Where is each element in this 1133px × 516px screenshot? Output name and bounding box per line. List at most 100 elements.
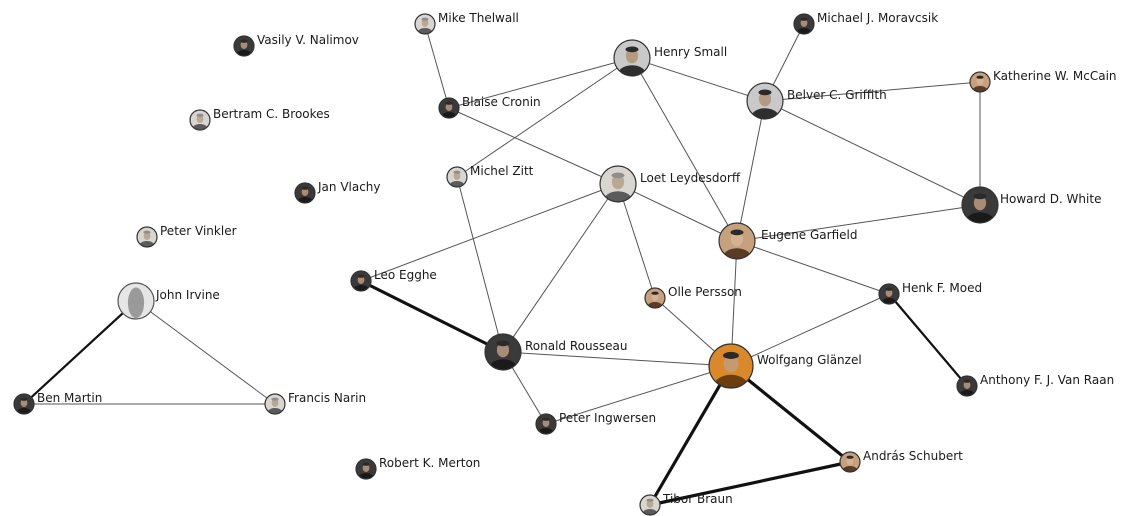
avatar-icon [295, 183, 315, 203]
edge-peter-ingwersen-wolfgang-glanzel [545, 365, 732, 425]
avatar-icon [351, 271, 371, 291]
edge-michel-zitt-ronald-rousseau [456, 176, 504, 353]
avatar-icon [645, 288, 665, 308]
node-label: Wolfgang Glänzel [757, 353, 862, 367]
node-ring [350, 270, 372, 292]
edge-blaise-cronin-loet-leydesdorff [448, 107, 619, 185]
node-leo-egghe[interactable]: Leo Egghe [350, 268, 437, 296]
node-ring [414, 13, 436, 35]
node-francis-narin[interactable]: Francis Narin [264, 391, 366, 419]
edge-wolfgang-glanzel-tibor-braun [648, 365, 733, 506]
node-label: Robert K. Merton [379, 456, 480, 470]
node-ring [839, 451, 861, 473]
node-ring [599, 165, 637, 203]
node-label: Mike Thelwall [438, 11, 519, 25]
avatar-icon [234, 36, 254, 56]
node-label: Michel Zitt [470, 164, 534, 178]
node-ring [484, 333, 522, 371]
node-label: Bertram C. Brookes [213, 107, 330, 121]
node-ring [956, 375, 978, 397]
node-label: Peter Vinkler [160, 224, 237, 238]
node-vasily-nalimov[interactable]: Vasily V. Nalimov [233, 33, 359, 61]
edge-loet-leydesdorff-leo-egghe [360, 183, 619, 282]
node-ring [355, 458, 377, 480]
node-ring [233, 35, 255, 57]
node-label: Belver C. Griffith [787, 88, 887, 102]
node-peter-vinkler[interactable]: Peter Vinkler [136, 224, 237, 252]
node-anthony-van-raan[interactable]: Anthony F. J. Van Raan [956, 373, 1114, 401]
node-tibor-braun[interactable]: Tibor Braun [639, 492, 733, 516]
node-mike-thelwall[interactable]: Mike Thelwall [414, 11, 519, 39]
avatar-icon [14, 394, 34, 414]
node-eugene-garfield[interactable]: Eugene Garfield [718, 222, 857, 268]
node-label: Howard D. White [1000, 192, 1101, 206]
node-label: Katherine W. McCain [993, 69, 1117, 83]
node-wolfgang-glanzel[interactable]: Wolfgang Glänzel [708, 343, 862, 399]
edge-howard-white-eugene-garfield [736, 204, 981, 242]
edge-henk-moed-anthony-van-raan [888, 293, 968, 387]
edge-henry-small-eugene-garfield [631, 57, 738, 242]
node-bertram-brookes[interactable]: Bertram C. Brookes [189, 107, 330, 135]
node-label: András Schubert [863, 449, 963, 463]
node-label: Henk F. Moed [902, 281, 982, 295]
node-ring [438, 97, 460, 119]
avatar-icon [709, 344, 753, 388]
node-ring [613, 39, 651, 77]
node-john-irvine[interactable]: John Irvine [117, 282, 220, 320]
node-henry-small[interactable]: Henry Small [613, 39, 727, 85]
node-olle-persson[interactable]: Olle Persson [644, 285, 742, 313]
node-ring [961, 186, 999, 224]
edge-loet-leydesdorff-olle-persson [617, 183, 656, 299]
node-ring [746, 82, 784, 120]
node-loet-leydesdorff[interactable]: Loet Leydesdorff [599, 165, 741, 211]
node-label: Blaise Cronin [462, 95, 541, 109]
node-ben-martin[interactable]: Ben Martin [13, 391, 102, 419]
node-label: Jan Vlachy [317, 180, 381, 194]
node-label: Ronald Rousseau [525, 339, 627, 353]
node-ring [117, 282, 155, 320]
edge-andras-schubert-tibor-braun [649, 460, 851, 507]
node-label: Leo Egghe [374, 268, 437, 282]
node-robert-merton[interactable]: Robert K. Merton [355, 456, 480, 484]
edge-john-irvine-ben-martin [23, 300, 137, 405]
avatar-icon [439, 98, 459, 118]
avatar-icon [957, 376, 977, 396]
avatar-icon [840, 452, 860, 472]
edge-john-irvine-francis-narin [135, 300, 276, 405]
node-michel-zitt[interactable]: Michel Zitt [446, 164, 534, 192]
node-belver-griffith[interactable]: Belver C. Griffith [746, 82, 887, 128]
node-label: Michael J. Moravcsik [817, 11, 938, 25]
avatar-icon [614, 40, 650, 76]
node-ring [294, 182, 316, 204]
node-ronald-rousseau[interactable]: Ronald Rousseau [484, 333, 627, 379]
node-ring [136, 226, 158, 248]
node-michael-moravcsik[interactable]: Michael J. Moravcsik [793, 11, 938, 39]
avatar-icon [600, 166, 636, 202]
avatar-icon [747, 83, 783, 119]
node-ring [644, 287, 666, 309]
avatar-icon [536, 414, 556, 434]
node-label: Ben Martin [37, 391, 102, 405]
node-katherine-mccain[interactable]: Katherine W. McCain [969, 69, 1117, 97]
node-peter-ingwersen[interactable]: Peter Ingwersen [535, 411, 656, 439]
node-henk-moed[interactable]: Henk F. Moed [878, 281, 982, 309]
node-label: Olle Persson [668, 285, 742, 299]
node-blaise-cronin[interactable]: Blaise Cronin [438, 95, 541, 123]
node-ring [446, 166, 468, 188]
edge-leo-egghe-ronald-rousseau [360, 279, 504, 354]
avatar-icon [356, 459, 376, 479]
avatar-icon [118, 283, 154, 319]
node-label: Loet Leydesdorff [640, 171, 741, 185]
avatar-icon [190, 110, 210, 130]
node-jan-vlachy[interactable]: Jan Vlachy [294, 180, 381, 208]
node-howard-white[interactable]: Howard D. White [961, 186, 1101, 232]
node-ring [264, 393, 286, 415]
node-andras-schubert[interactable]: András Schubert [839, 449, 963, 477]
node-label: Francis Narin [288, 391, 366, 405]
node-ring [878, 283, 900, 305]
node-ring [793, 13, 815, 35]
avatar-icon [794, 14, 814, 34]
avatar-icon [485, 334, 521, 370]
edge-loet-leydesdorff-eugene-garfield [617, 183, 738, 242]
